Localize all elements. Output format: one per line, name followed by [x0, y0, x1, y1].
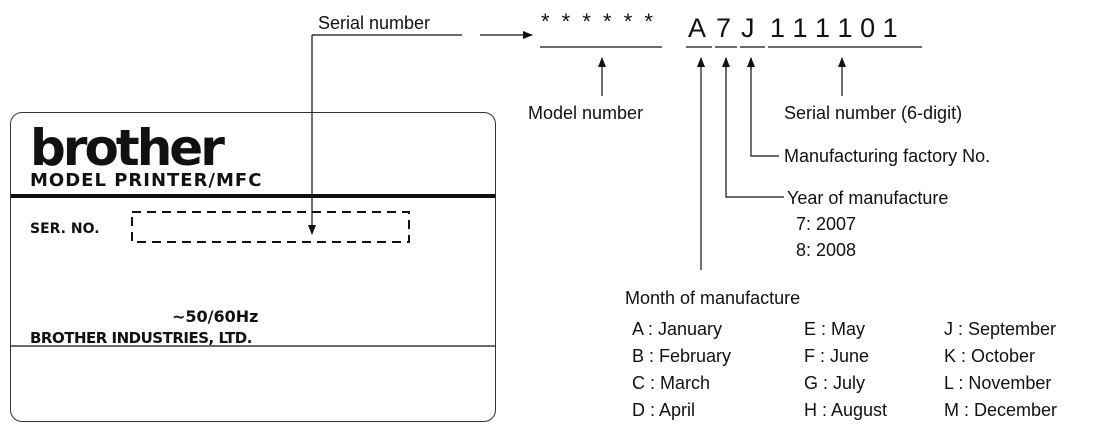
ser-no-text: SER. NO.	[30, 221, 100, 237]
month-code-char: A	[688, 13, 708, 43]
model-placeholder: * * * * * *	[541, 9, 656, 34]
year-code-2007: 7: 2007	[796, 214, 857, 234]
brand-logo: brother	[30, 119, 225, 177]
year-code-2008: 8: 2008	[796, 240, 857, 260]
month-code: J : September	[944, 319, 1057, 339]
serial-6digit-label: Serial number (6-digit)	[784, 103, 963, 123]
month-code: K : October	[944, 346, 1036, 366]
month-code: F : June	[804, 346, 870, 366]
frequency-text: ~50/60Hz	[172, 307, 259, 326]
label-plate	[10, 112, 496, 422]
month-code: H : August	[804, 400, 888, 420]
factory-code-char: J	[741, 13, 756, 43]
month-code: L : November	[944, 373, 1052, 393]
month-code: G : July	[804, 373, 866, 393]
month-code: C : March	[632, 373, 711, 393]
month-label: Month of manufacture	[625, 288, 801, 308]
month-code: M : December	[944, 400, 1058, 420]
month-code: E : May	[804, 319, 866, 339]
model-printer-text: MODEL PRINTER/MFC	[30, 170, 263, 191]
serial-digits: 1 1 1 1 0 1	[770, 13, 898, 43]
month-code: D : April	[632, 400, 696, 420]
month-code: B : February	[632, 346, 732, 366]
serial-number-label: Serial number	[318, 13, 431, 33]
month-code: A : January	[632, 319, 723, 339]
company-text: BROTHER INDUSTRIES, LTD.	[30, 329, 252, 347]
factory-leader	[750, 58, 779, 157]
serial-dashed-box	[131, 211, 410, 243]
year-leader	[725, 58, 784, 198]
year-code-char: 7	[716, 13, 733, 43]
year-label: Year of manufacture	[787, 188, 949, 208]
model-number-label: Model number	[528, 103, 644, 123]
factory-label: Manufacturing factory No.	[784, 146, 991, 166]
